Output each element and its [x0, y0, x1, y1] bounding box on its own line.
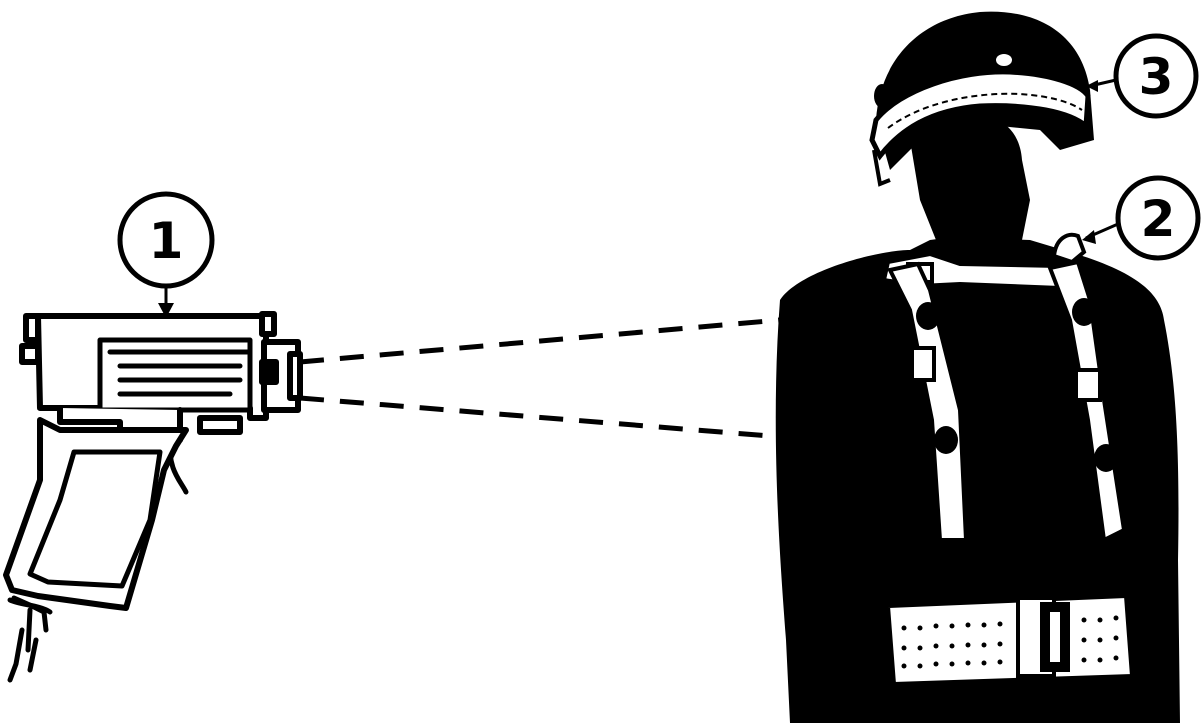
callout-3-label: 3	[1139, 48, 1174, 106]
laser-beam	[300, 320, 780, 436]
callout-2: 2	[1082, 178, 1198, 258]
callout-2-label: 2	[1141, 190, 1176, 248]
callout-1-label: 1	[149, 212, 184, 270]
laser-transmitter-gun-icon	[6, 314, 300, 680]
callout-1: 1	[120, 194, 212, 318]
shoulder-detector-icon	[1054, 235, 1084, 262]
callout-3: 3	[1086, 36, 1196, 116]
web-belt-icon	[888, 596, 1132, 684]
